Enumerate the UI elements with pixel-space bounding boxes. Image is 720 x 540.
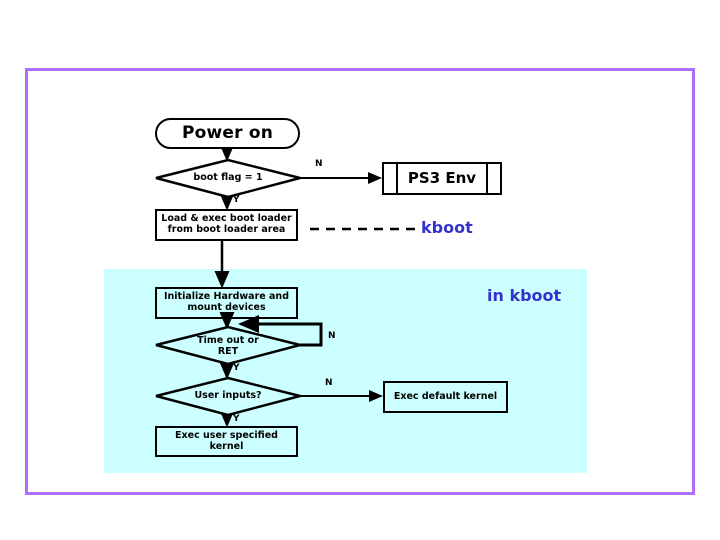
branch-label-user-inputs-no: N — [325, 379, 333, 388]
node-load-exec-boot-loader[interactable]: Load & exec boot loader from boot loader… — [155, 209, 298, 241]
node-initialize-hardware[interactable]: Initialize Hardware and mount devices — [155, 287, 298, 319]
branch-label-boot-flag-no: N — [315, 160, 323, 169]
node-initialize-hardware-line1: Initialize Hardware and — [164, 291, 289, 303]
branch-label-timeout-yes-text: Y — [233, 363, 240, 373]
annotation-kboot: kboot — [421, 220, 473, 236]
slide-border-frame — [25, 68, 695, 495]
node-exec-default-kernel[interactable]: Exec default kernel — [383, 381, 508, 413]
node-initialize-hardware-line2: mount devices — [187, 302, 266, 313]
node-power-on[interactable]: Power on — [155, 118, 300, 149]
annotation-kboot-text: kboot — [421, 218, 473, 237]
node-exec-default-kernel-label: Exec default kernel — [393, 390, 498, 402]
branch-label-boot-flag-no-text: N — [315, 159, 323, 169]
decision-user-inputs — [155, 376, 301, 417]
node-exec-user-specified-kernel-label: Exec user specified kernel — [175, 429, 278, 452]
node-load-exec-line1: Load & exec boot loader — [161, 213, 292, 225]
annotation-in-kboot-text: in kboot — [487, 286, 562, 305]
branch-label-timeout-yes: Y — [233, 364, 240, 373]
branch-label-user-inputs-no-text: N — [325, 378, 333, 388]
kboot-scope-region — [104, 269, 587, 473]
branch-label-boot-flag-yes-text: Y — [233, 195, 240, 205]
node-ps3-env-label: PS3 Env — [407, 168, 477, 187]
branch-label-boot-flag-yes: Y — [233, 196, 240, 205]
decision-timeout-ret — [155, 325, 301, 366]
branch-label-timeout-no: N — [328, 332, 336, 341]
node-load-exec-line2: from boot loader area — [167, 224, 286, 235]
node-exec-user-specified-kernel[interactable]: Exec user specified kernel — [155, 426, 298, 457]
branch-label-user-inputs-yes: Y — [233, 415, 240, 424]
node-ps3-env[interactable]: PS3 Env — [382, 162, 502, 195]
branch-label-timeout-no-text: N — [328, 331, 336, 341]
branch-label-user-inputs-yes-text: Y — [233, 414, 240, 424]
connector-timeout-no-loopback — [238, 315, 323, 347]
node-power-on-label: Power on — [181, 122, 274, 143]
decision-boot-flag — [155, 158, 301, 199]
annotation-in-kboot: in kboot — [487, 288, 561, 304]
